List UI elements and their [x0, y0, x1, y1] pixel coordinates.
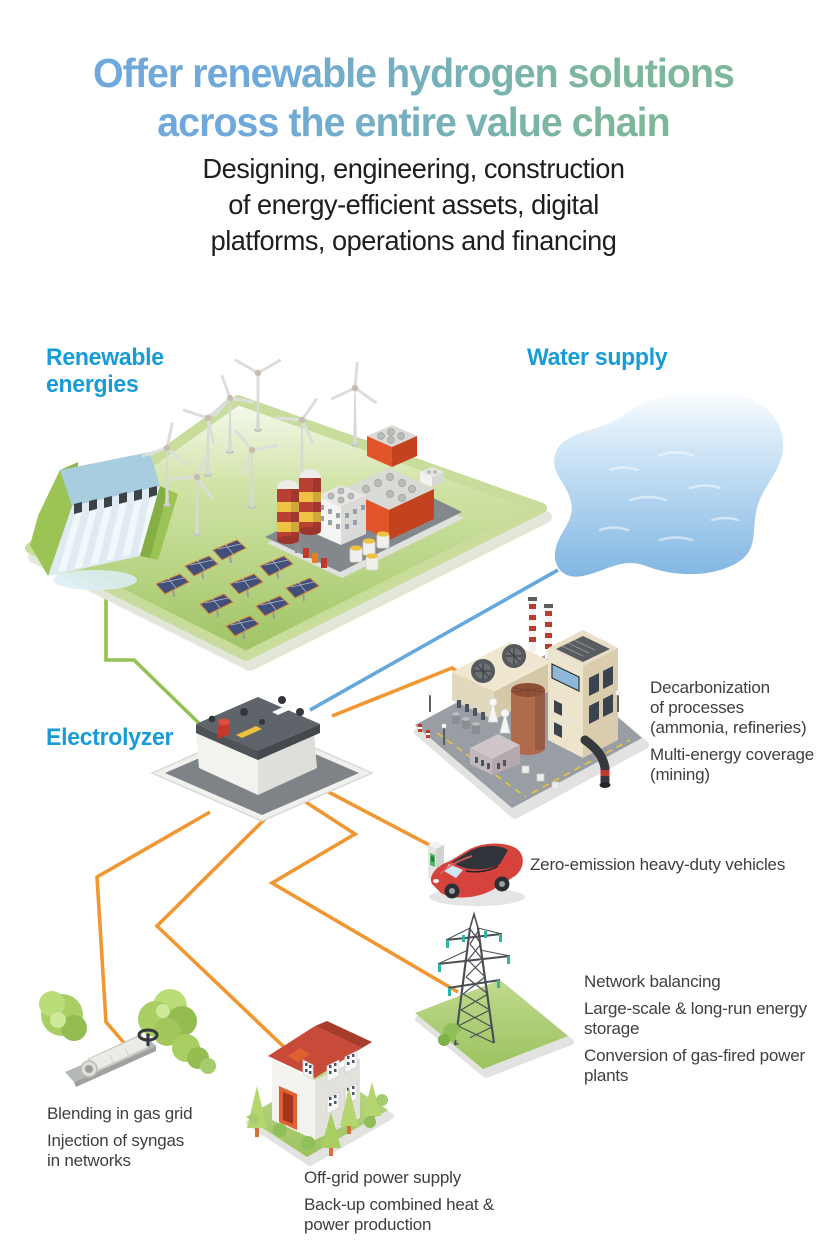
car-icon — [430, 843, 523, 899]
annotation-line: Off-grid power supply — [304, 1168, 462, 1187]
chimney-icon — [528, 597, 553, 659]
street-lamp-icon — [429, 694, 619, 745]
barrel-icon — [452, 714, 480, 734]
annotation-gas: Blending in gas grid Injection of syngas… — [47, 1104, 193, 1171]
annotation-industry: Decarbonization of processes (ammonia, r… — [650, 678, 814, 785]
annotation-line: storage — [584, 1019, 640, 1038]
solar-panel-icon — [229, 573, 264, 598]
subtitle-line: Designing, engineering, construction — [202, 153, 625, 184]
connector-orange-vehicles — [316, 784, 438, 851]
wind-turbine-icon — [234, 429, 279, 509]
wind-turbine-icon — [141, 422, 188, 507]
pipeline-icon — [39, 989, 216, 1087]
annotation-line: Back-up combined heat & — [304, 1195, 495, 1214]
annotation-line: power production — [304, 1215, 432, 1234]
label-renewable-energies: Renewable energies — [46, 344, 164, 398]
annotation-line: Injection of syngas — [47, 1131, 185, 1150]
wind-turbine-icon — [213, 374, 255, 454]
annotation-line: Multi-energy coverage — [650, 745, 814, 764]
annotation-line: (mining) — [650, 765, 710, 784]
renewable-platform — [25, 359, 552, 671]
house-icon — [246, 1021, 394, 1166]
connector-water-line — [309, 568, 559, 712]
page-subtitle: Designing, engineering, construction of … — [12, 151, 814, 259]
tree-icon — [138, 989, 197, 1046]
lake-icon — [554, 390, 784, 577]
wind-turbine-icon — [330, 361, 377, 447]
annotation-line: Large-scale & long-run energy — [584, 999, 807, 1018]
title-line-2: across the entire value chain — [157, 99, 670, 146]
evergreen-tree-icon — [321, 1082, 381, 1156]
solar-panel-icon — [285, 577, 320, 602]
storage-tank-icon — [511, 683, 545, 755]
bush-icon — [438, 1023, 470, 1046]
zero-emission-vehicle — [428, 841, 525, 906]
subtitle-line: platforms, operations and financing — [210, 225, 617, 256]
label-line: energies — [46, 371, 139, 398]
battery-electrolyzer-icon — [150, 696, 374, 822]
label-line: Renewable — [46, 344, 164, 371]
annotation-line: Zero-emission heavy-duty vehicles — [530, 855, 786, 874]
hydro-dam-icon — [30, 452, 178, 590]
connector-green-line — [104, 578, 209, 733]
annotation-grid: Network balancing Large-scale & long-run… — [584, 972, 807, 1086]
valve-icon — [137, 1028, 159, 1046]
solar-panel-icon — [155, 573, 190, 598]
annotation-vehicles: Zero-emission heavy-duty vehicles — [530, 855, 785, 875]
silo-icon — [277, 480, 299, 544]
silo-icon — [299, 469, 321, 535]
connector-orange-offgrid — [154, 801, 287, 1050]
tree-icon — [172, 1034, 216, 1074]
solar-panel-icon — [184, 555, 219, 580]
power-plant-icon — [265, 425, 464, 578]
title-line-1: Offer renewable hydrogen solutions — [93, 50, 734, 97]
wind-turbine-icon — [275, 398, 318, 479]
solar-panel-icon — [212, 539, 247, 564]
annotation-line: Network balancing — [584, 972, 721, 991]
tree-icon — [39, 991, 87, 1041]
connector-orange-grid — [268, 795, 459, 994]
annotation-line: Decarbonization — [650, 678, 770, 697]
annotation-line: plants — [584, 1066, 629, 1085]
transmission-tower-icon — [415, 911, 574, 1078]
annotation-line: Blending in gas grid — [47, 1104, 193, 1123]
solar-panel-icon — [255, 595, 290, 620]
annotation-line: (ammonia, refineries) — [650, 718, 807, 737]
annotation-line: Conversion of gas-fired power — [584, 1046, 805, 1065]
label-electrolyzer: Electrolyzer — [46, 724, 174, 751]
subtitle-line: of energy-efficient assets, digital — [228, 189, 599, 220]
cooling-tower-icon — [487, 697, 511, 734]
wind-turbine-icon — [170, 452, 213, 536]
wind-turbine-icon — [234, 359, 282, 432]
outlet-pipe-icon — [580, 735, 611, 788]
roof-vent-icon — [471, 644, 526, 683]
red-post-icon — [418, 724, 430, 738]
annotation-line: of processes — [650, 698, 744, 717]
tank-farm-icon — [295, 531, 390, 571]
solar-panel-icon — [199, 593, 234, 618]
annotation-offgrid: Off-grid power supply Back-up combined h… — [304, 1168, 494, 1235]
label-water-supply: Water supply — [527, 344, 668, 371]
cooler-unit-icon — [420, 467, 444, 487]
connector-orange-gas — [95, 810, 211, 1046]
page-title: Offer renewable hydrogen solutions acros… — [17, 49, 811, 147]
wind-turbine-field — [141, 359, 377, 536]
solar-panel-icon — [259, 555, 294, 580]
bush-icon — [249, 1094, 388, 1150]
solar-panel-field — [155, 539, 320, 640]
solar-panel-icon — [225, 615, 260, 640]
factory-icon — [414, 597, 649, 819]
annotation-line: in networks — [47, 1151, 131, 1170]
